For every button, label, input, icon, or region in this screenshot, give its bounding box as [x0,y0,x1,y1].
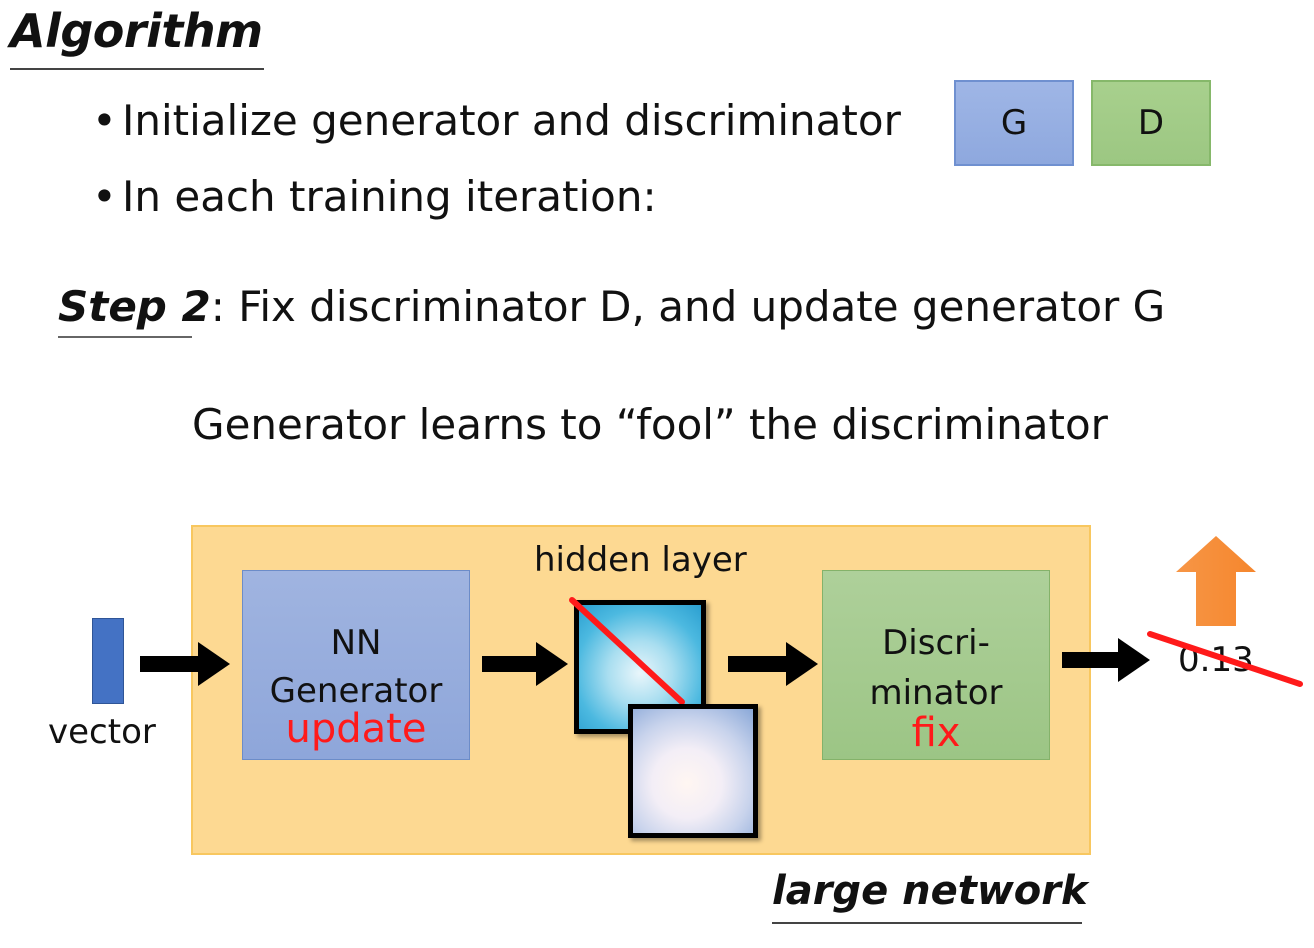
right-arrow-icon [482,642,568,686]
strike-line-icon [569,597,685,705]
discriminator-line2: minator [869,673,1003,713]
right-arrow-icon [140,642,230,686]
step-heading: Step 2: Fix discriminator D, and update … [58,282,1165,331]
bullet-dot: • [92,96,117,145]
step-underline [58,336,192,338]
discriminator-box: Discri- minator fix [822,570,1050,760]
generator-line2: Generator [269,671,443,711]
hidden-layer-label: hidden layer [534,540,747,580]
step-text: : Fix discriminator D, and update genera… [210,282,1166,331]
bullet-text: In each training iteration: [122,172,657,221]
generator-annotation: update [285,706,427,752]
bullet-iteration: •In each training iteration: [92,172,657,221]
discriminator-line1: Discri- [882,623,990,663]
generated-image-new [628,704,758,838]
bullet-text: Initialize generator and discriminator [122,96,901,145]
slide-title: Algorithm [10,4,263,58]
title-underline [10,68,264,70]
bullet-initialize: •Initialize generator and discriminator [92,96,901,145]
bullet-dot: • [92,172,117,221]
generator-box: NN Generator update [242,570,470,760]
slide-subtitle: Generator learns to “fool” the discrimin… [192,400,1108,449]
right-arrow-icon [728,642,818,686]
large-network-underline [772,922,1082,924]
discriminator-annotation: fix [911,710,961,756]
generator-legend-box: G [954,80,1074,166]
score-strike-line-icon [1147,631,1303,687]
large-network-label: large network [772,868,1088,914]
discriminator-legend-box: D [1091,80,1211,166]
vector-label: vector [48,712,156,752]
vector-icon [92,618,124,704]
step-label: Step 2 [58,282,211,331]
generator-line1: NN [330,623,382,663]
up-arrow-icon [1176,536,1256,626]
right-arrow-icon [1062,638,1150,682]
